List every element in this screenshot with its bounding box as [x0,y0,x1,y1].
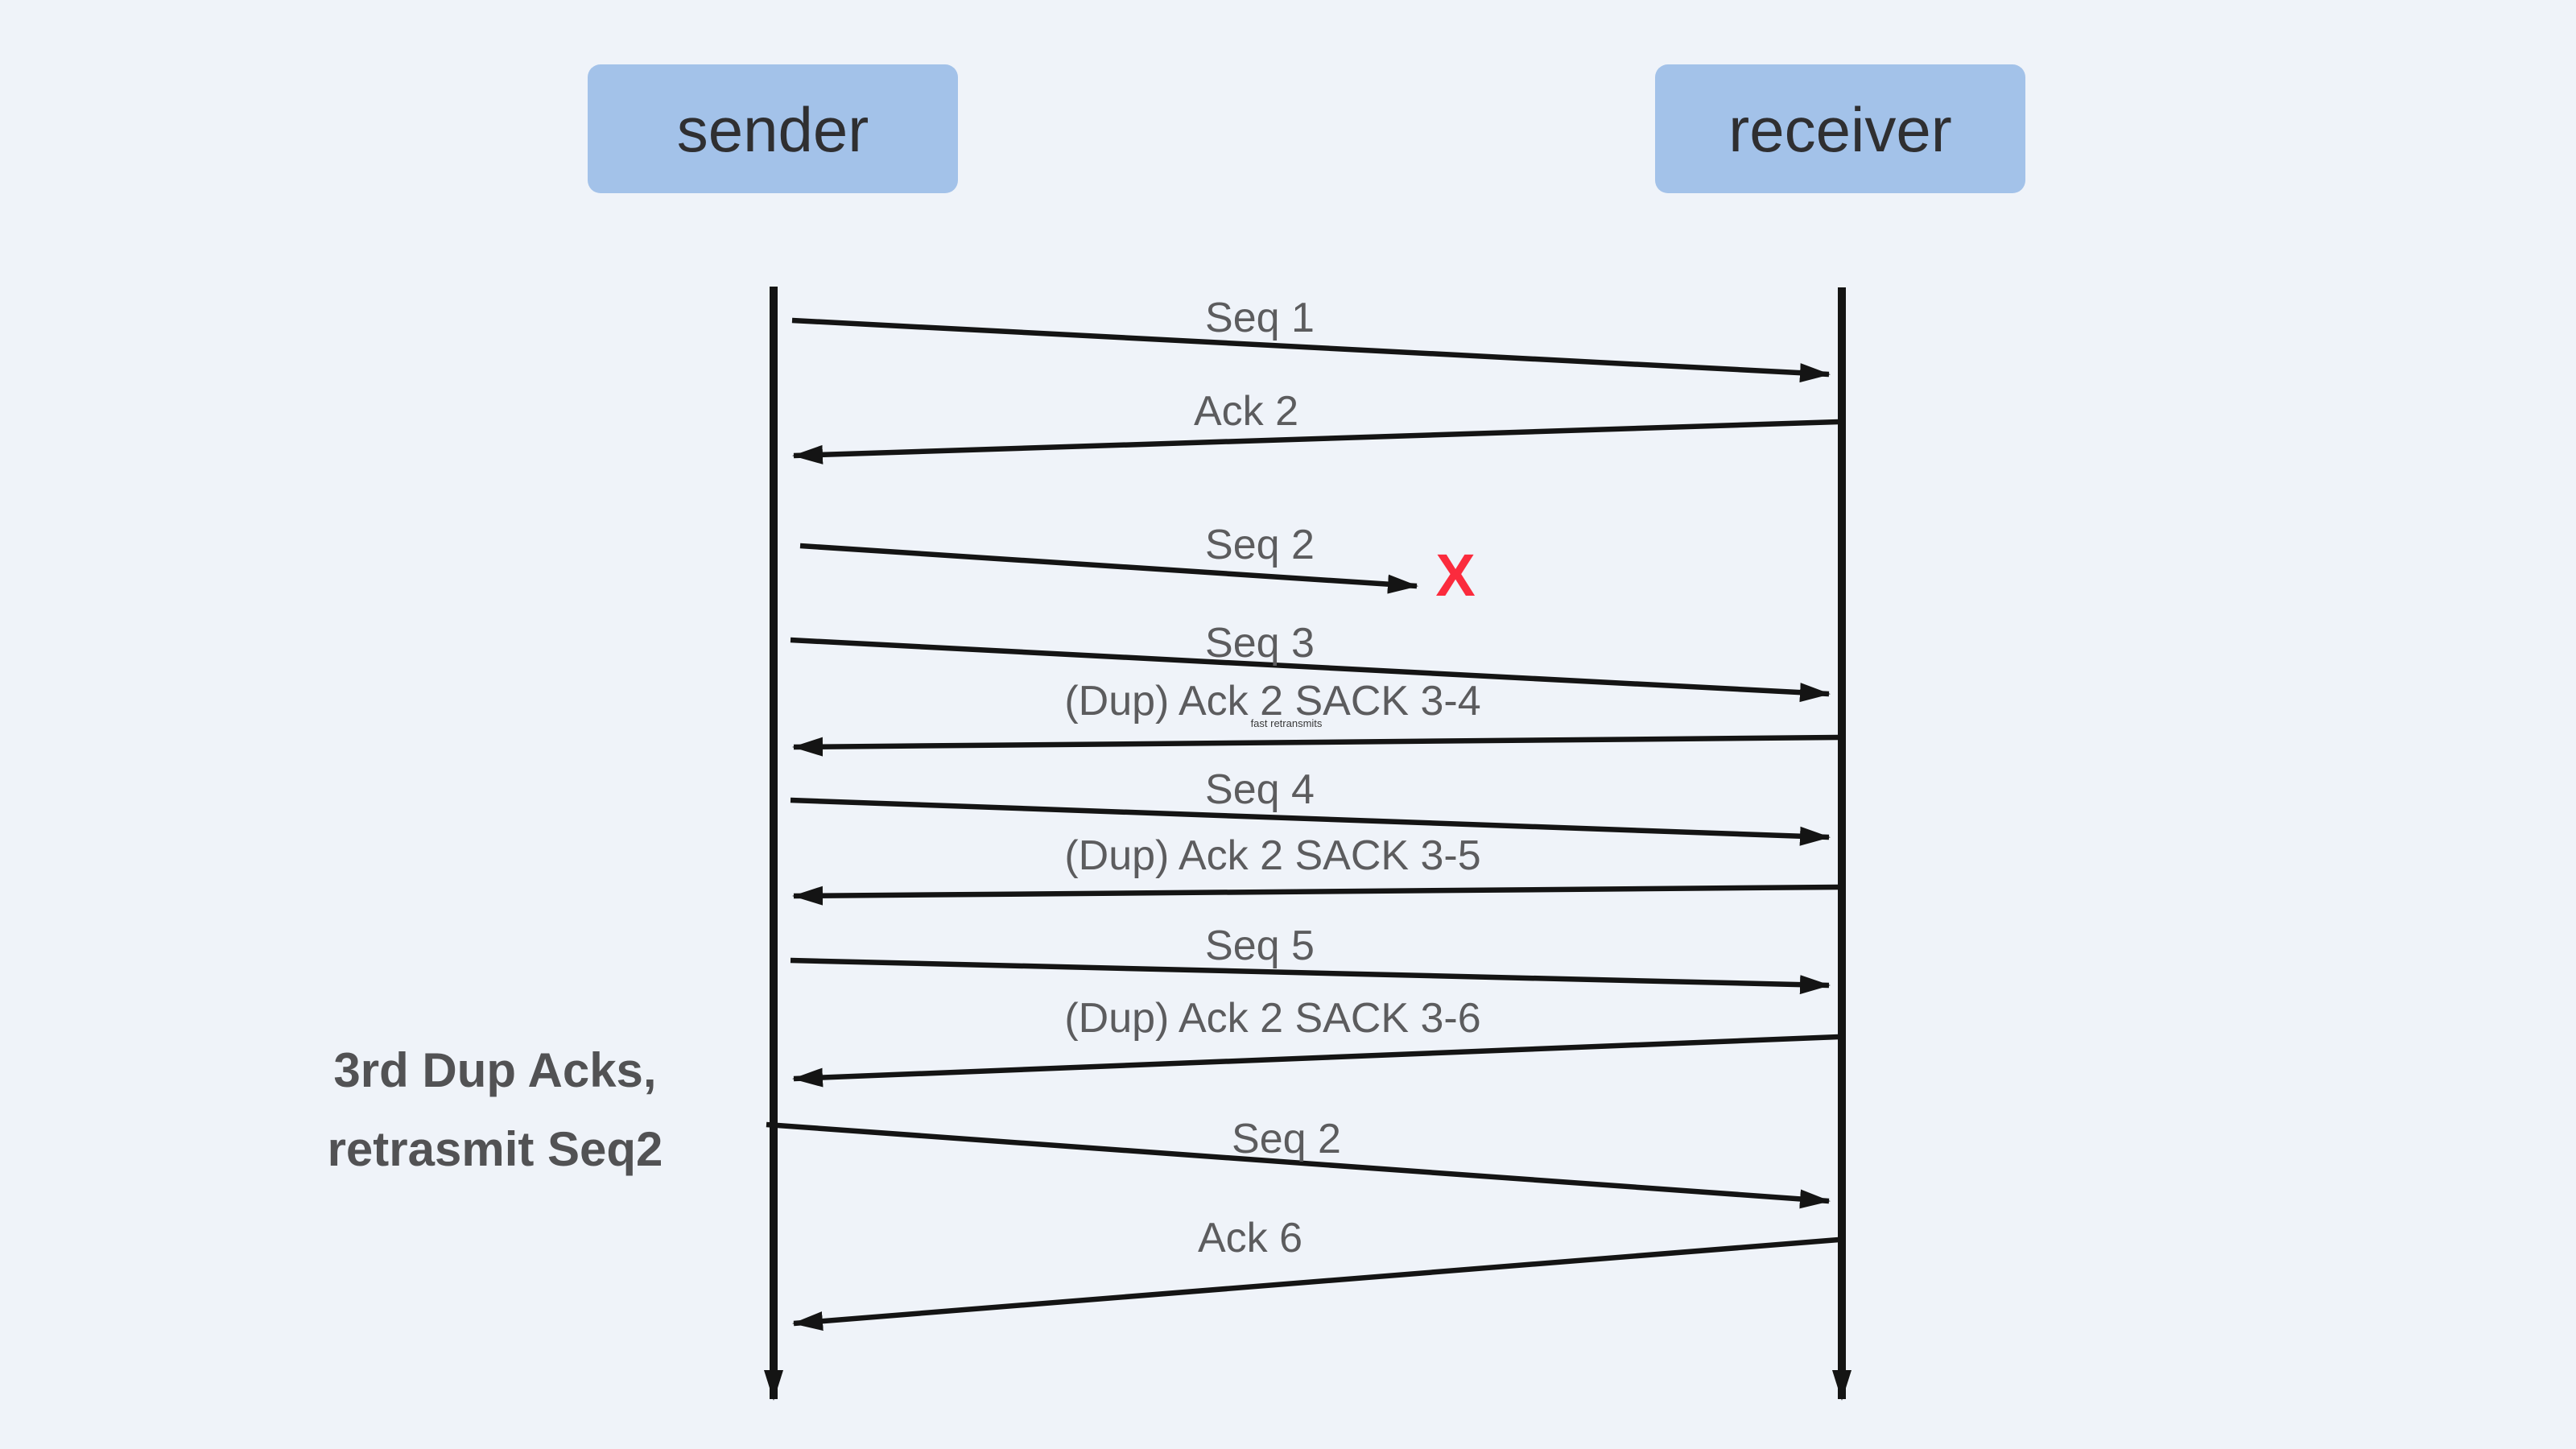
message-to-receiver: Seq 3 [790,620,1831,703]
message-label: (Dup) Ack 2 SACK 3-6 [1064,995,1480,1042]
message-arrow [792,734,1839,757]
message-to-receiver: Seq 1 [791,295,1831,383]
message-arrow [790,797,1831,846]
message-to-receiver: Seq 2 X [799,522,1476,609]
message-arrow [766,1121,1831,1209]
message-label: Seq 5 [1205,923,1315,969]
message-to-receiver: Seq 4 [790,766,1831,846]
receiver-node: receiver [1655,64,2025,193]
message-arrow [792,884,1839,906]
message-arrow [792,1236,1839,1331]
message-label: (Dup) Ack 2 SACK 3-5 [1064,832,1480,879]
message-label: (Dup) Ack 2 SACK 3-4 [1064,678,1480,724]
sender-node: sender [588,64,958,193]
message-to-receiver: Seq 5 [790,923,1831,995]
fast-retransmit-annotation: fast retransmits [1251,717,1323,729]
packet-loss-marker: X [1435,542,1475,609]
message-arrow [791,317,1831,383]
message-label: Seq 2 [1232,1116,1341,1162]
message-to-sender: Ack 2 [792,388,1839,464]
side-note-line-1: 3rd Dup Acks, [333,1043,656,1097]
sender-label: sender [677,94,869,165]
message-to-sender: (Dup) Ack 2 SACK 3-6 [792,995,1839,1088]
message-to-sender: (Dup) Ack 2 SACK 3-5 [792,832,1839,906]
message-arrow [792,419,1839,464]
messages-layer: Seq 1 Ack 2 Seq 2 X Seq 3 (Dup) Ack 2 SACK 3-… [766,295,1839,1331]
side-note-line-2: retrasmit Seq2 [328,1122,663,1176]
message-label: Seq 1 [1205,295,1315,341]
message-to-receiver: Seq 2 [766,1116,1831,1209]
message-arrow [790,957,1831,995]
message-arrow [790,637,1831,703]
sender-box [588,64,958,193]
receiver-box [1655,64,2025,193]
message-arrow [799,543,1418,594]
message-label: Ack 6 [1198,1215,1302,1261]
message-label: Seq 3 [1205,620,1315,667]
receiver-label: receiver [1728,94,1951,165]
message-label: Seq 2 [1205,522,1315,568]
message-to-sender: Ack 6 [792,1215,1839,1331]
message-label: Ack 2 [1194,388,1298,435]
message-label: Seq 4 [1205,766,1315,813]
side-note: 3rd Dup Acks, retrasmit Seq2 [328,1043,663,1176]
message-arrow [792,1034,1839,1088]
